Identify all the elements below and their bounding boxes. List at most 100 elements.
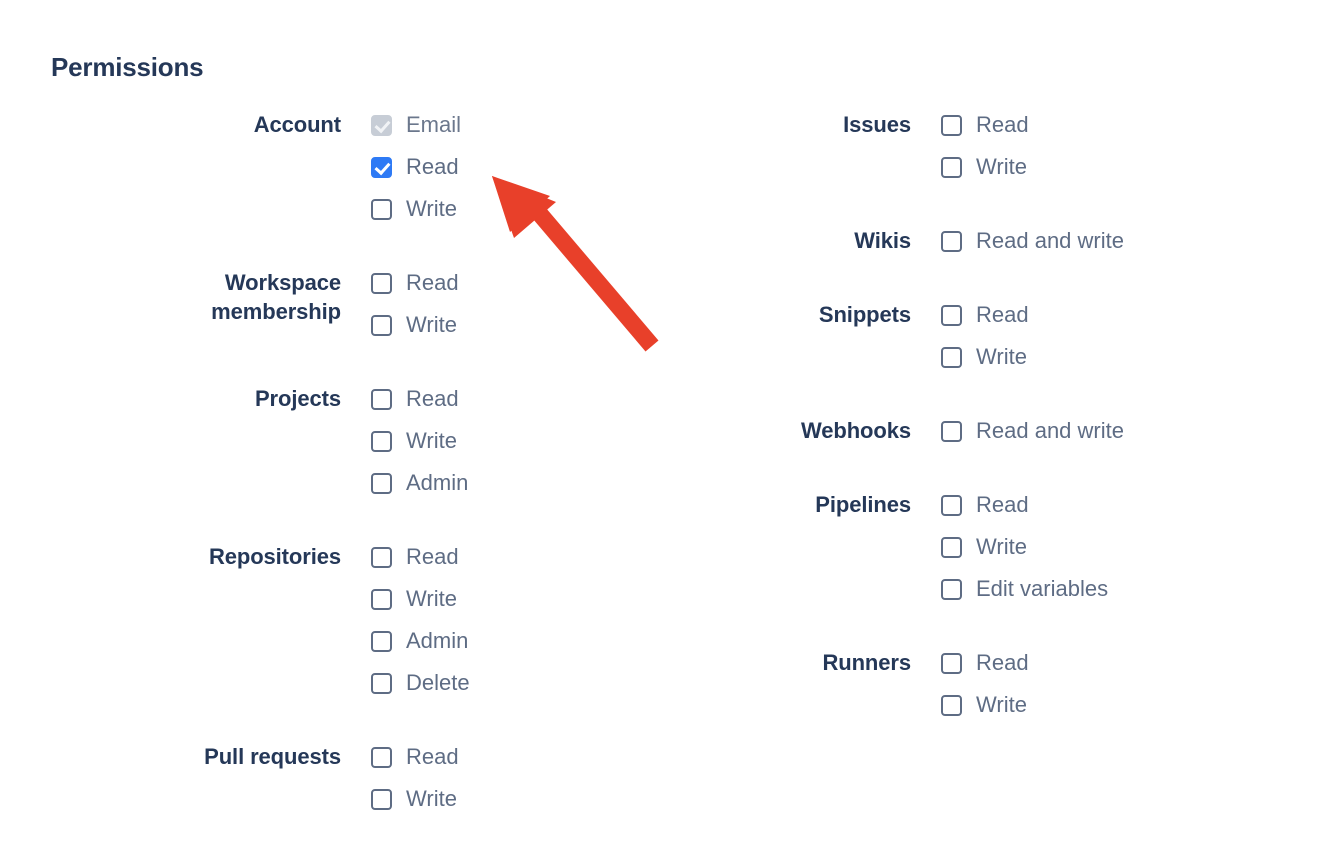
- checkbox-icon[interactable]: [371, 672, 392, 694]
- permission-option-label: Write: [406, 196, 457, 221]
- permission-option[interactable]: Edit variables: [941, 568, 1108, 610]
- permission-option[interactable]: Admin: [371, 620, 470, 662]
- permission-option-label: Email: [406, 112, 462, 137]
- permission-option[interactable]: Write: [941, 526, 1108, 568]
- checkbox-icon[interactable]: [371, 630, 392, 652]
- permission-option[interactable]: Read: [941, 294, 1029, 336]
- permission-option-label: Read and write: [976, 418, 1124, 443]
- permission-option-label: Admin: [406, 628, 469, 653]
- permission-group-label: Pipelines: [815, 492, 911, 517]
- permission-option[interactable]: Write: [371, 188, 461, 230]
- page-title: Permissions: [51, 52, 204, 82]
- checkbox-icon[interactable]: [941, 230, 962, 252]
- checkbox-icon[interactable]: [941, 346, 962, 368]
- permission-option[interactable]: Write: [941, 684, 1029, 726]
- permission-group-label: Webhooks: [800, 418, 911, 443]
- checkbox-icon[interactable]: [941, 694, 962, 716]
- permission-option-label: Edit variables: [976, 576, 1109, 601]
- permission-option[interactable]: Read: [371, 378, 468, 420]
- checkbox-icon[interactable]: [371, 472, 392, 494]
- checkbox-icon[interactable]: [371, 388, 392, 410]
- permission-option-label: Read: [406, 744, 459, 769]
- permission-option[interactable]: Delete: [371, 662, 470, 704]
- permission-group-label: Account: [253, 112, 341, 137]
- checkbox-icon[interactable]: [371, 788, 392, 810]
- permission-option[interactable]: Read: [941, 642, 1029, 684]
- permission-group: Webhooks Read and write: [620, 410, 1320, 452]
- permission-option[interactable]: Read and write: [941, 410, 1124, 452]
- permission-option-label: Delete: [406, 670, 470, 695]
- permission-option-label: Write: [406, 586, 457, 611]
- permission-option-list: Read and write: [941, 220, 1124, 262]
- permission-group-label: Repositories: [208, 544, 341, 569]
- checkbox-icon[interactable]: [371, 546, 392, 568]
- checkbox-icon[interactable]: [941, 494, 962, 516]
- permission-option-label: Read and write: [976, 228, 1124, 253]
- permission-option-list: Read and write: [941, 410, 1124, 452]
- permission-option-label: Read: [976, 492, 1029, 517]
- checkbox-icon[interactable]: [371, 746, 392, 768]
- checkbox-icon[interactable]: [941, 156, 962, 178]
- permission-option[interactable]: Write: [371, 304, 459, 346]
- checkbox-icon[interactable]: [941, 652, 962, 674]
- permission-option[interactable]: Admin: [371, 462, 468, 504]
- permission-option[interactable]: Read: [371, 736, 459, 778]
- checkbox-icon[interactable]: [941, 114, 962, 136]
- permission-option[interactable]: Read: [371, 536, 470, 578]
- permission-group-label: Projects: [254, 386, 341, 411]
- permission-option-label: Write: [406, 786, 457, 811]
- permission-group-label: Runners: [822, 650, 911, 675]
- permission-option-label: Write: [976, 692, 1027, 717]
- permission-option-label: Read: [976, 302, 1029, 327]
- permission-group-label: Wikis: [854, 228, 911, 253]
- checkbox-icon[interactable]: [371, 198, 392, 220]
- checkbox-icon[interactable]: [941, 578, 962, 600]
- permission-option-label: Write: [976, 344, 1027, 369]
- checkbox-icon[interactable]: [941, 536, 962, 558]
- permission-option[interactable]: Read: [371, 262, 459, 304]
- checkbox-icon[interactable]: [941, 304, 962, 326]
- permission-option-label: Read: [406, 386, 459, 411]
- permission-group-label: Snippets: [818, 302, 911, 327]
- permission-option-label: Write: [976, 154, 1027, 179]
- permission-option[interactable]: Write: [941, 146, 1029, 188]
- permission-option-label: Write: [406, 312, 457, 337]
- checkbox-icon[interactable]: [371, 272, 392, 294]
- permission-option[interactable]: Write: [941, 336, 1029, 378]
- checkbox-icon[interactable]: [941, 420, 962, 442]
- permission-option[interactable]: Read: [371, 146, 461, 188]
- permission-option-label: Read: [976, 112, 1029, 137]
- permission-option-label: Read: [976, 650, 1029, 675]
- permission-option-label: Read: [406, 544, 459, 569]
- permission-option[interactable]: Write: [371, 778, 459, 820]
- permission-option[interactable]: Write: [371, 578, 470, 620]
- permission-option[interactable]: Read and write: [941, 220, 1124, 262]
- permission-option-label: Write: [406, 428, 457, 453]
- checkbox-icon[interactable]: [371, 588, 392, 610]
- permission-option[interactable]: Read: [941, 484, 1108, 526]
- permission-option-label: Write: [976, 534, 1027, 559]
- permission-option[interactable]: Write: [371, 420, 468, 462]
- permission-group-label: Workspace membership: [211, 270, 341, 324]
- permission-option[interactable]: Read: [941, 104, 1029, 146]
- checkbox-icon[interactable]: [371, 156, 392, 178]
- permission-group: Wikis Read and write: [620, 220, 1320, 262]
- checkbox-icon[interactable]: [371, 430, 392, 452]
- checkbox-icon[interactable]: [371, 314, 392, 336]
